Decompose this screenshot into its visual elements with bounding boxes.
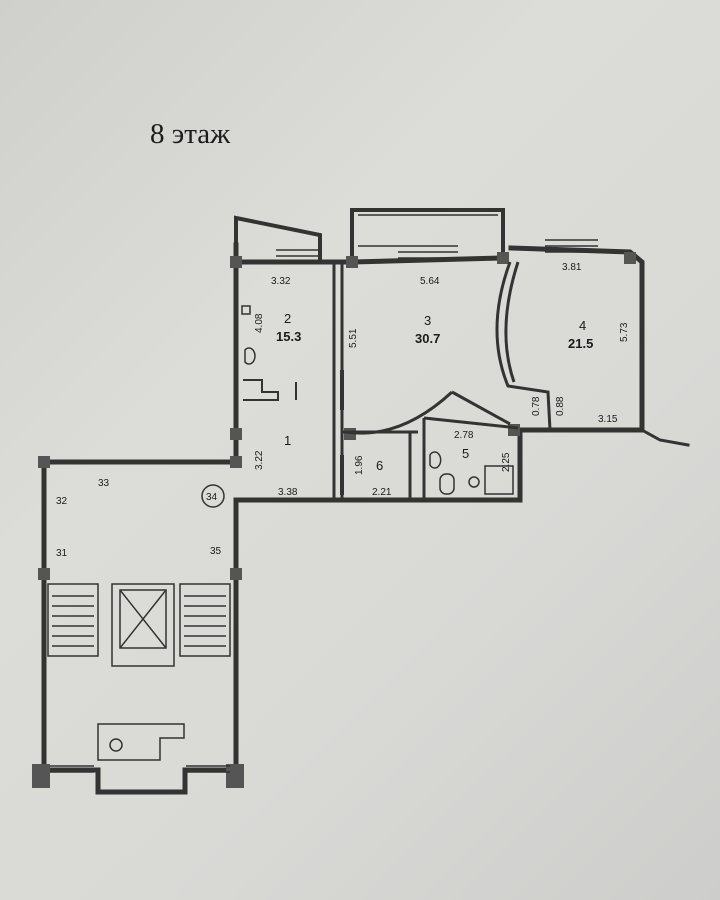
dim-1-96: 1.96 xyxy=(354,455,365,475)
stairwell xyxy=(47,484,231,773)
room-2-number: 2 xyxy=(284,311,291,326)
dim-0-78: 0.78 xyxy=(531,396,542,416)
room-5-number: 5 xyxy=(462,446,469,461)
room-4-area: 21.5 xyxy=(568,336,593,351)
dim-5-73: 5.73 xyxy=(619,322,630,342)
dim-3-38: 3.38 xyxy=(278,487,298,498)
dim-2-78: 2.78 xyxy=(454,430,474,441)
dim-3-15: 3.15 xyxy=(598,414,618,425)
mark-35: 35 xyxy=(210,546,222,557)
dim-4-08: 4.08 xyxy=(254,313,265,333)
exterior-walls xyxy=(41,208,690,795)
curved-walls xyxy=(345,261,552,435)
windows xyxy=(276,214,598,263)
room-3-number: 3 xyxy=(424,313,431,328)
mark-33: 33 xyxy=(98,478,110,489)
mark-31: 31 xyxy=(56,548,68,559)
room-2-area: 15.3 xyxy=(276,329,301,344)
dim-3-81: 3.81 xyxy=(562,262,582,273)
mark-32: 32 xyxy=(56,496,68,507)
dim-5-64: 5.64 xyxy=(420,276,440,287)
room-3-area: 30.7 xyxy=(415,331,440,346)
dim-2-21: 2.21 xyxy=(372,487,392,498)
room-6-number: 6 xyxy=(376,458,383,473)
dim-3-32: 3.32 xyxy=(271,276,291,287)
dim-5-51: 5.51 xyxy=(348,328,359,348)
dim-2-25: 2.25 xyxy=(501,452,512,472)
dim-0-88: 0.88 xyxy=(555,396,566,416)
room-1-number: 1 xyxy=(284,433,291,448)
fixtures xyxy=(241,305,514,495)
room-4-number: 4 xyxy=(579,318,586,333)
dim-3-22: 3.22 xyxy=(254,450,265,470)
floor-title: 8 этаж xyxy=(150,118,231,150)
mark-34: 34 xyxy=(206,492,218,503)
